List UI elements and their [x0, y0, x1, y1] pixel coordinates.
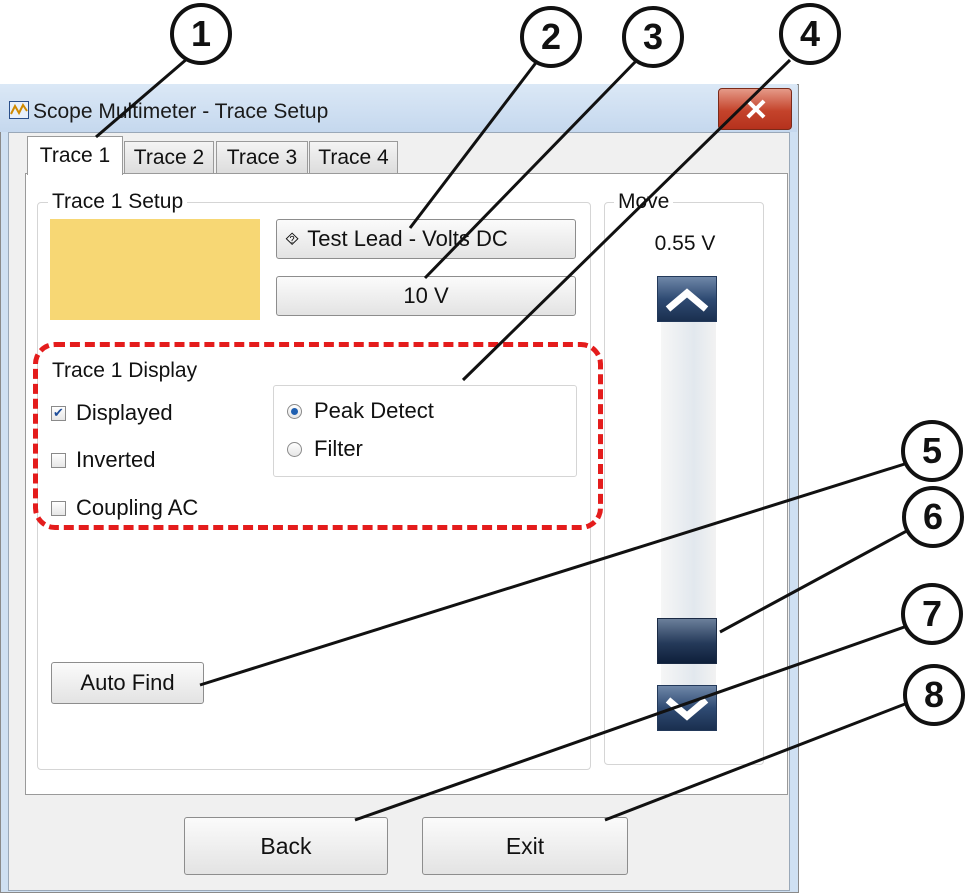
- window-title: Scope Multimeter - Trace Setup: [33, 100, 329, 123]
- inverted-label: Inverted: [76, 447, 156, 472]
- filter-radio-row[interactable]: Filter: [287, 436, 363, 462]
- trace-setup-label: Trace 1 Setup: [48, 190, 188, 214]
- scope-app-icon: [9, 101, 29, 119]
- tab-trace-2[interactable]: Trace 2: [124, 141, 214, 174]
- callout-3: 3: [622, 6, 684, 68]
- move-down-button[interactable]: [657, 685, 717, 731]
- filter-radio[interactable]: [287, 441, 302, 457]
- trace-display-label: Trace 1 Display: [48, 359, 202, 383]
- display-highlight-outline: [33, 342, 603, 530]
- inverted-checkbox[interactable]: [51, 452, 66, 468]
- coupling-ac-label: Coupling AC: [76, 495, 199, 520]
- exit-button[interactable]: Exit: [422, 817, 628, 875]
- callout-2: 2: [520, 6, 582, 68]
- move-up-button[interactable]: [657, 276, 717, 322]
- chevron-up-icon: [665, 288, 709, 312]
- peak-detect-radio-row[interactable]: Peak Detect: [287, 398, 434, 424]
- filter-label: Filter: [314, 436, 363, 461]
- close-icon: ✕: [743, 93, 769, 127]
- chevron-down-icon: [665, 697, 709, 721]
- callout-1: 1: [170, 3, 232, 65]
- displayed-checkbox-row[interactable]: ✔ Displayed: [51, 400, 173, 426]
- peak-detect-radio[interactable]: [287, 403, 302, 419]
- tab-trace-3[interactable]: Trace 3: [216, 141, 308, 174]
- auto-find-button[interactable]: Auto Find: [51, 662, 204, 704]
- close-button[interactable]: ✕: [718, 88, 792, 130]
- back-button[interactable]: Back: [184, 817, 388, 875]
- tab-trace-4[interactable]: Trace 4: [309, 141, 398, 174]
- probe-select-button[interactable]: ⯑ Test Lead - Volts DC: [276, 219, 576, 259]
- tab-trace-1[interactable]: Trace 1: [27, 136, 123, 175]
- callout-5: 5: [901, 420, 963, 482]
- callout-8: 8: [903, 664, 965, 726]
- peak-detect-label: Peak Detect: [314, 398, 434, 423]
- move-slider-thumb[interactable]: [657, 618, 717, 664]
- callout-7: 7: [901, 583, 963, 645]
- trace-color-swatch[interactable]: [50, 219, 260, 320]
- test-lead-icon: ⯑: [285, 228, 300, 249]
- coupling-ac-checkbox-row[interactable]: Coupling AC: [51, 495, 198, 521]
- probe-label: Test Lead - Volts DC: [307, 226, 508, 251]
- move-value: 0.55 V: [654, 232, 716, 255]
- move-label: Move: [614, 190, 674, 214]
- displayed-checkbox[interactable]: ✔: [51, 405, 66, 421]
- range-select-button[interactable]: 10 V: [276, 276, 576, 316]
- inverted-checkbox-row[interactable]: Inverted: [51, 447, 156, 473]
- callout-4: 4: [779, 3, 841, 65]
- callout-6: 6: [902, 486, 964, 548]
- displayed-label: Displayed: [76, 400, 173, 425]
